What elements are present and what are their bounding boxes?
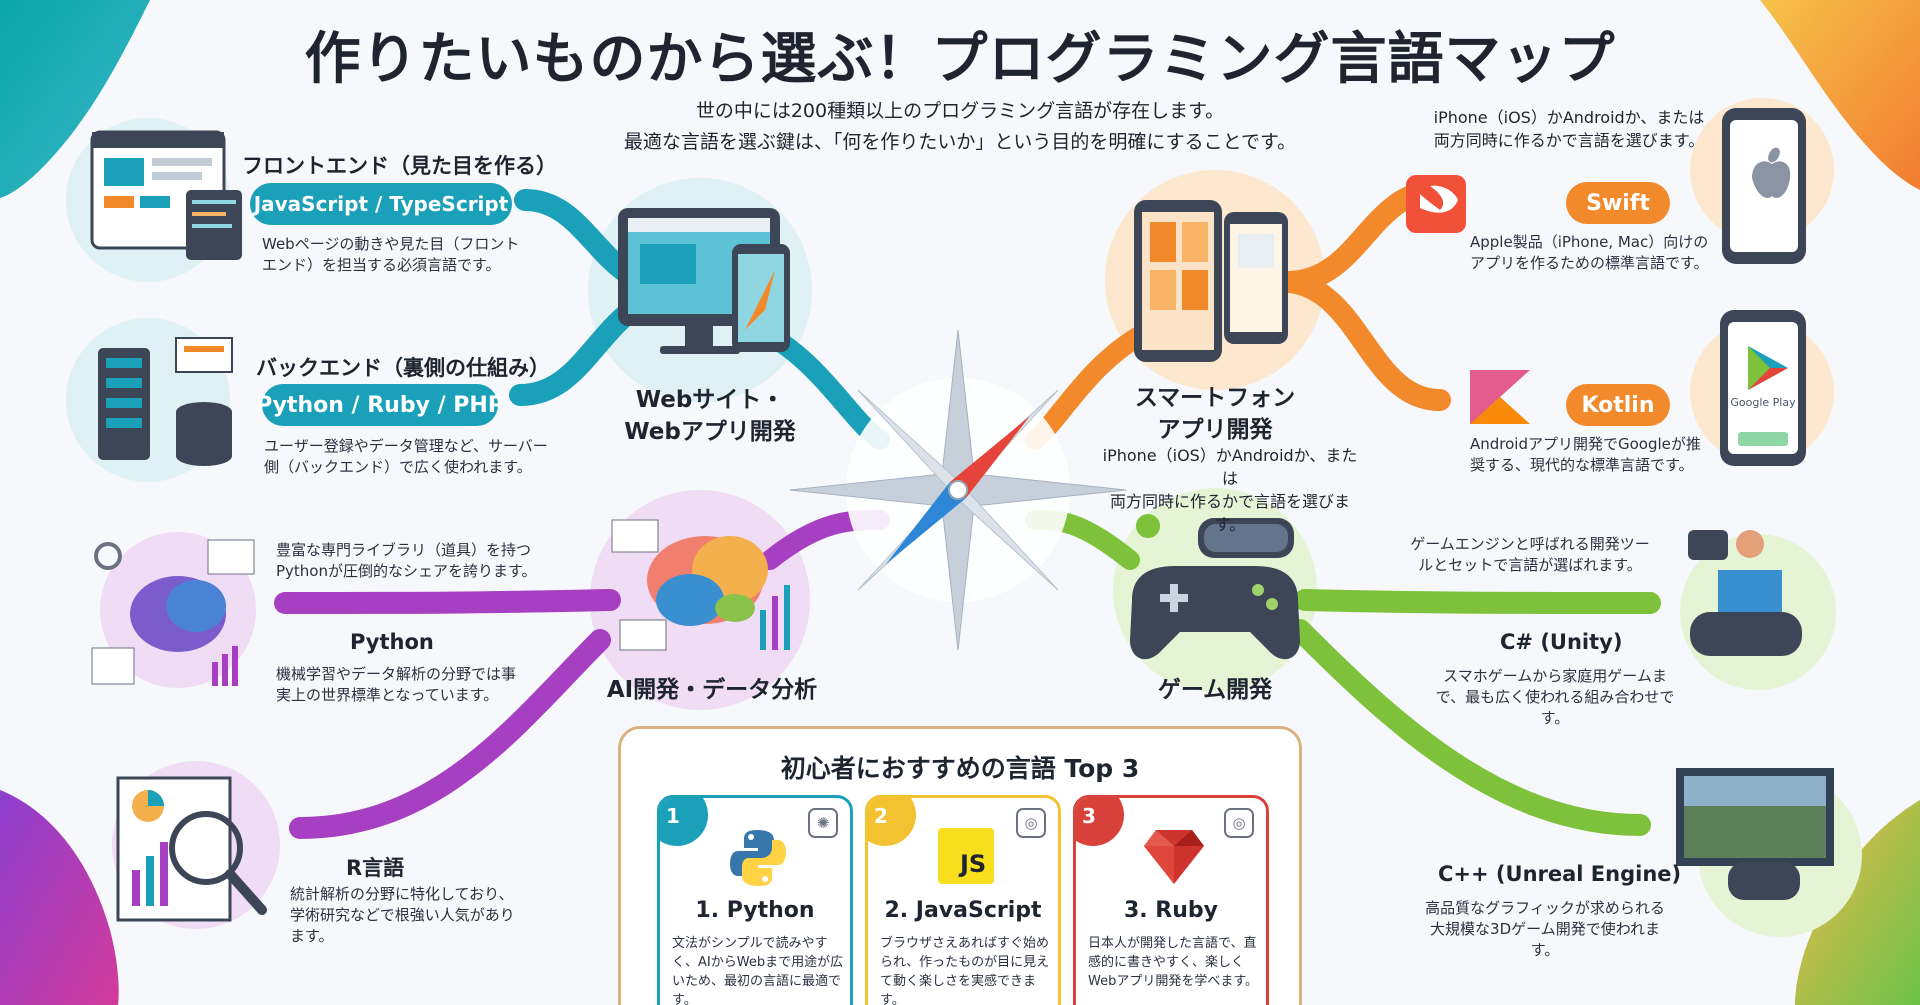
intro-line-1: 世の中には200種類以上のプログラミング言語が存在します。 — [695, 100, 1225, 122]
csharp-unity-title: C# (Unity) — [1500, 630, 1623, 654]
cpp-unreal-title: C++ (Unreal Engine) — [1438, 862, 1682, 886]
browser-icon: ◎ — [1016, 808, 1046, 838]
top3-panel: 初心者におすすめの言語 Top 3 1 ✺ 1. Python 文法がシンプルで… — [618, 726, 1302, 1005]
mobile-top-note-2: 両方同時に作るかで言語を選びます。 — [1433, 131, 1705, 150]
intro-line-2: 最適な言語を選ぶ鍵は、「何を作りたいか」という目的を明確にすることです。 — [623, 131, 1297, 153]
mobile-top-note-1: iPhone（iOS）かAndroidか、または — [1433, 108, 1705, 127]
google-play-label: Google Play — [1730, 396, 1796, 409]
card-name: 1. Python — [695, 898, 815, 923]
mobile-hub-label: スマートフォン アプリ開発 — [1110, 382, 1320, 446]
frontend-languages-pill: JavaScript / TypeScript — [250, 183, 512, 225]
python-logo-icon — [730, 830, 786, 886]
frontend-title: フロントエンド（見た目を作る） — [242, 154, 557, 178]
ruby-gem-icon — [1144, 830, 1204, 884]
mobile-hub-desc: iPhone（iOS）かAndroidか、または 両方同時に作るかで言語を選びま… — [1100, 444, 1360, 536]
card-desc: 文法がシンプルで読みやすく、AIからWebまで用途が広いため、最初の言語に最適で… — [672, 936, 844, 1005]
mobile-top-note: iPhone（iOS）かAndroidか、または 両方同時に作るかで言語を選びま… — [1424, 106, 1714, 152]
javascript-logo-icon: JS — [938, 828, 994, 884]
game-note: ゲームエンジンと呼ばれる開発ツールとセットで言語が選ばれます。 — [1410, 535, 1650, 574]
brain-icon: ✺ — [808, 808, 838, 838]
web-hub-line-1: Webサイト・ — [635, 387, 785, 413]
backend-title: バックエンド（裏側の仕組み） — [256, 356, 550, 380]
kotlin-pill: Kotlin — [1566, 384, 1670, 426]
mobile-hub-desc-1: iPhone（iOS）かAndroidか、または — [1102, 446, 1358, 488]
kotlin-desc: Androidアプリ開発でGoogleが推奨する、現代的な標準言語です。 — [1470, 435, 1701, 474]
backend-languages-pill: Python / Ruby / PHP — [256, 384, 504, 426]
card-name: 3. Ruby — [1123, 898, 1218, 923]
ai-python-desc: 機械学習やデータ解析の分野では事実上の世界標準となっています。 — [276, 665, 517, 704]
swift-pill: Swift — [1566, 182, 1670, 224]
ai-note: 豊富な専門ライブラリ（道具）を持つPythonが圧倒的なシェアを誇ります。 — [276, 541, 537, 580]
intro-text: 世の中には200種類以上のプログラミング言語が存在します。 最適な言語を選ぶ鍵は… — [560, 96, 1360, 158]
top3-card-ruby: 3 ◎ 3. Ruby 日本人が開発した言語で、直感的に書きやすく、楽しくWeb… — [1073, 795, 1269, 1005]
ai-python-title: Python — [350, 630, 434, 654]
ai-hub-label: AI開発・データ分析 — [606, 677, 818, 703]
frontend-desc: Webページの動きや見た目（フロントエンド）を担当する必須言語です。 — [262, 235, 520, 274]
r-language-desc: 統計解析の分野に特化しており、学術研究などで根強い人気があります。 — [290, 885, 515, 945]
card-name: 2. JavaScript — [884, 898, 1042, 923]
card-desc: 日本人が開発した言語で、直感的に書きやすく、楽しくWebアプリ開発を学べます。 — [1088, 936, 1259, 989]
web-hub-label: Webサイト・ Webアプリ開発 — [610, 384, 810, 448]
web-hub-line-2: Webアプリ開発 — [624, 419, 796, 445]
top3-title: 初心者におすすめの言語 Top 3 — [780, 754, 1140, 783]
cpp-unreal-desc: 高品質なグラフィックが求められる大規模な3Dゲーム開発で使われます。 — [1425, 899, 1665, 959]
mobile-hub-line-2: アプリ開発 — [1157, 417, 1273, 443]
csharp-unity-desc: スマホゲームから家庭用ゲームまで、最も広く使われる組み合わせです。 — [1435, 667, 1675, 727]
backend-desc: ユーザー登録やデータ管理など、サーバー側（バックエンド）で広く使われます。 — [264, 437, 548, 476]
game-hub-label: ゲーム開発 — [1157, 677, 1273, 703]
card-number: 2 — [868, 798, 916, 846]
mobile-hub-desc-2: 両方同時に作るかで言語を選びます。 — [1109, 492, 1350, 534]
card-number: 1 — [660, 798, 708, 846]
top3-card-python: 1 ✺ 1. Python 文法がシンプルで読みやすく、AIからWebまで用途が… — [657, 795, 853, 1005]
page-title: 作りたいものから選ぶ！プログラミング言語マップ — [304, 27, 1616, 92]
top3-card-javascript: 2 ◎ JS 2. JavaScript ブラウザさえあればすぐ始められ、作った… — [865, 795, 1061, 1005]
card-desc: ブラウザさえあればすぐ始められ、作ったものが目に見えて動く楽しさを実感できます。 — [880, 936, 1050, 1005]
browser-icon: ◎ — [1224, 808, 1254, 838]
swift-desc: Apple製品（iPhone, Mac）向けのアプリを作るための標準言語です。 — [1470, 233, 1709, 272]
mobile-hub-line-1: スマートフォン — [1134, 385, 1296, 411]
card-number: 3 — [1076, 798, 1124, 846]
r-language-title: R言語 — [346, 856, 405, 880]
